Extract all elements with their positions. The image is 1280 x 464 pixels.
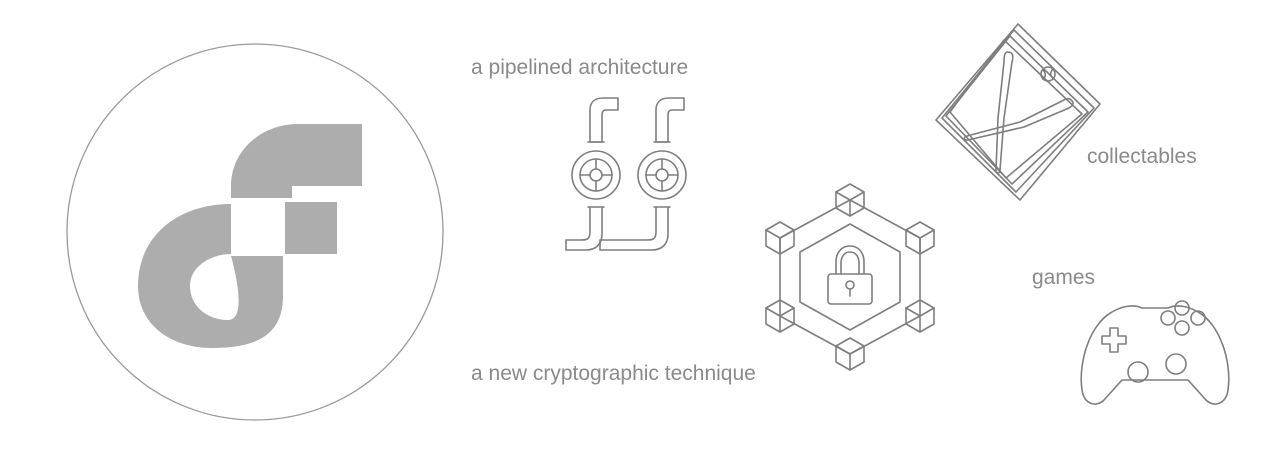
pipeline-label: a pipelined architecture <box>471 56 689 79</box>
flow-logo <box>66 43 444 421</box>
games-label: games <box>1032 266 1096 289</box>
collectables-label: collectables <box>1087 145 1197 168</box>
crypto-label: a new cryptographic technique <box>471 362 756 385</box>
pipes-valves-icon <box>565 97 687 251</box>
gamepad-icon <box>1080 300 1230 405</box>
blockchain-lock-icon <box>765 183 935 371</box>
baseball-cards-icon <box>935 23 1101 201</box>
